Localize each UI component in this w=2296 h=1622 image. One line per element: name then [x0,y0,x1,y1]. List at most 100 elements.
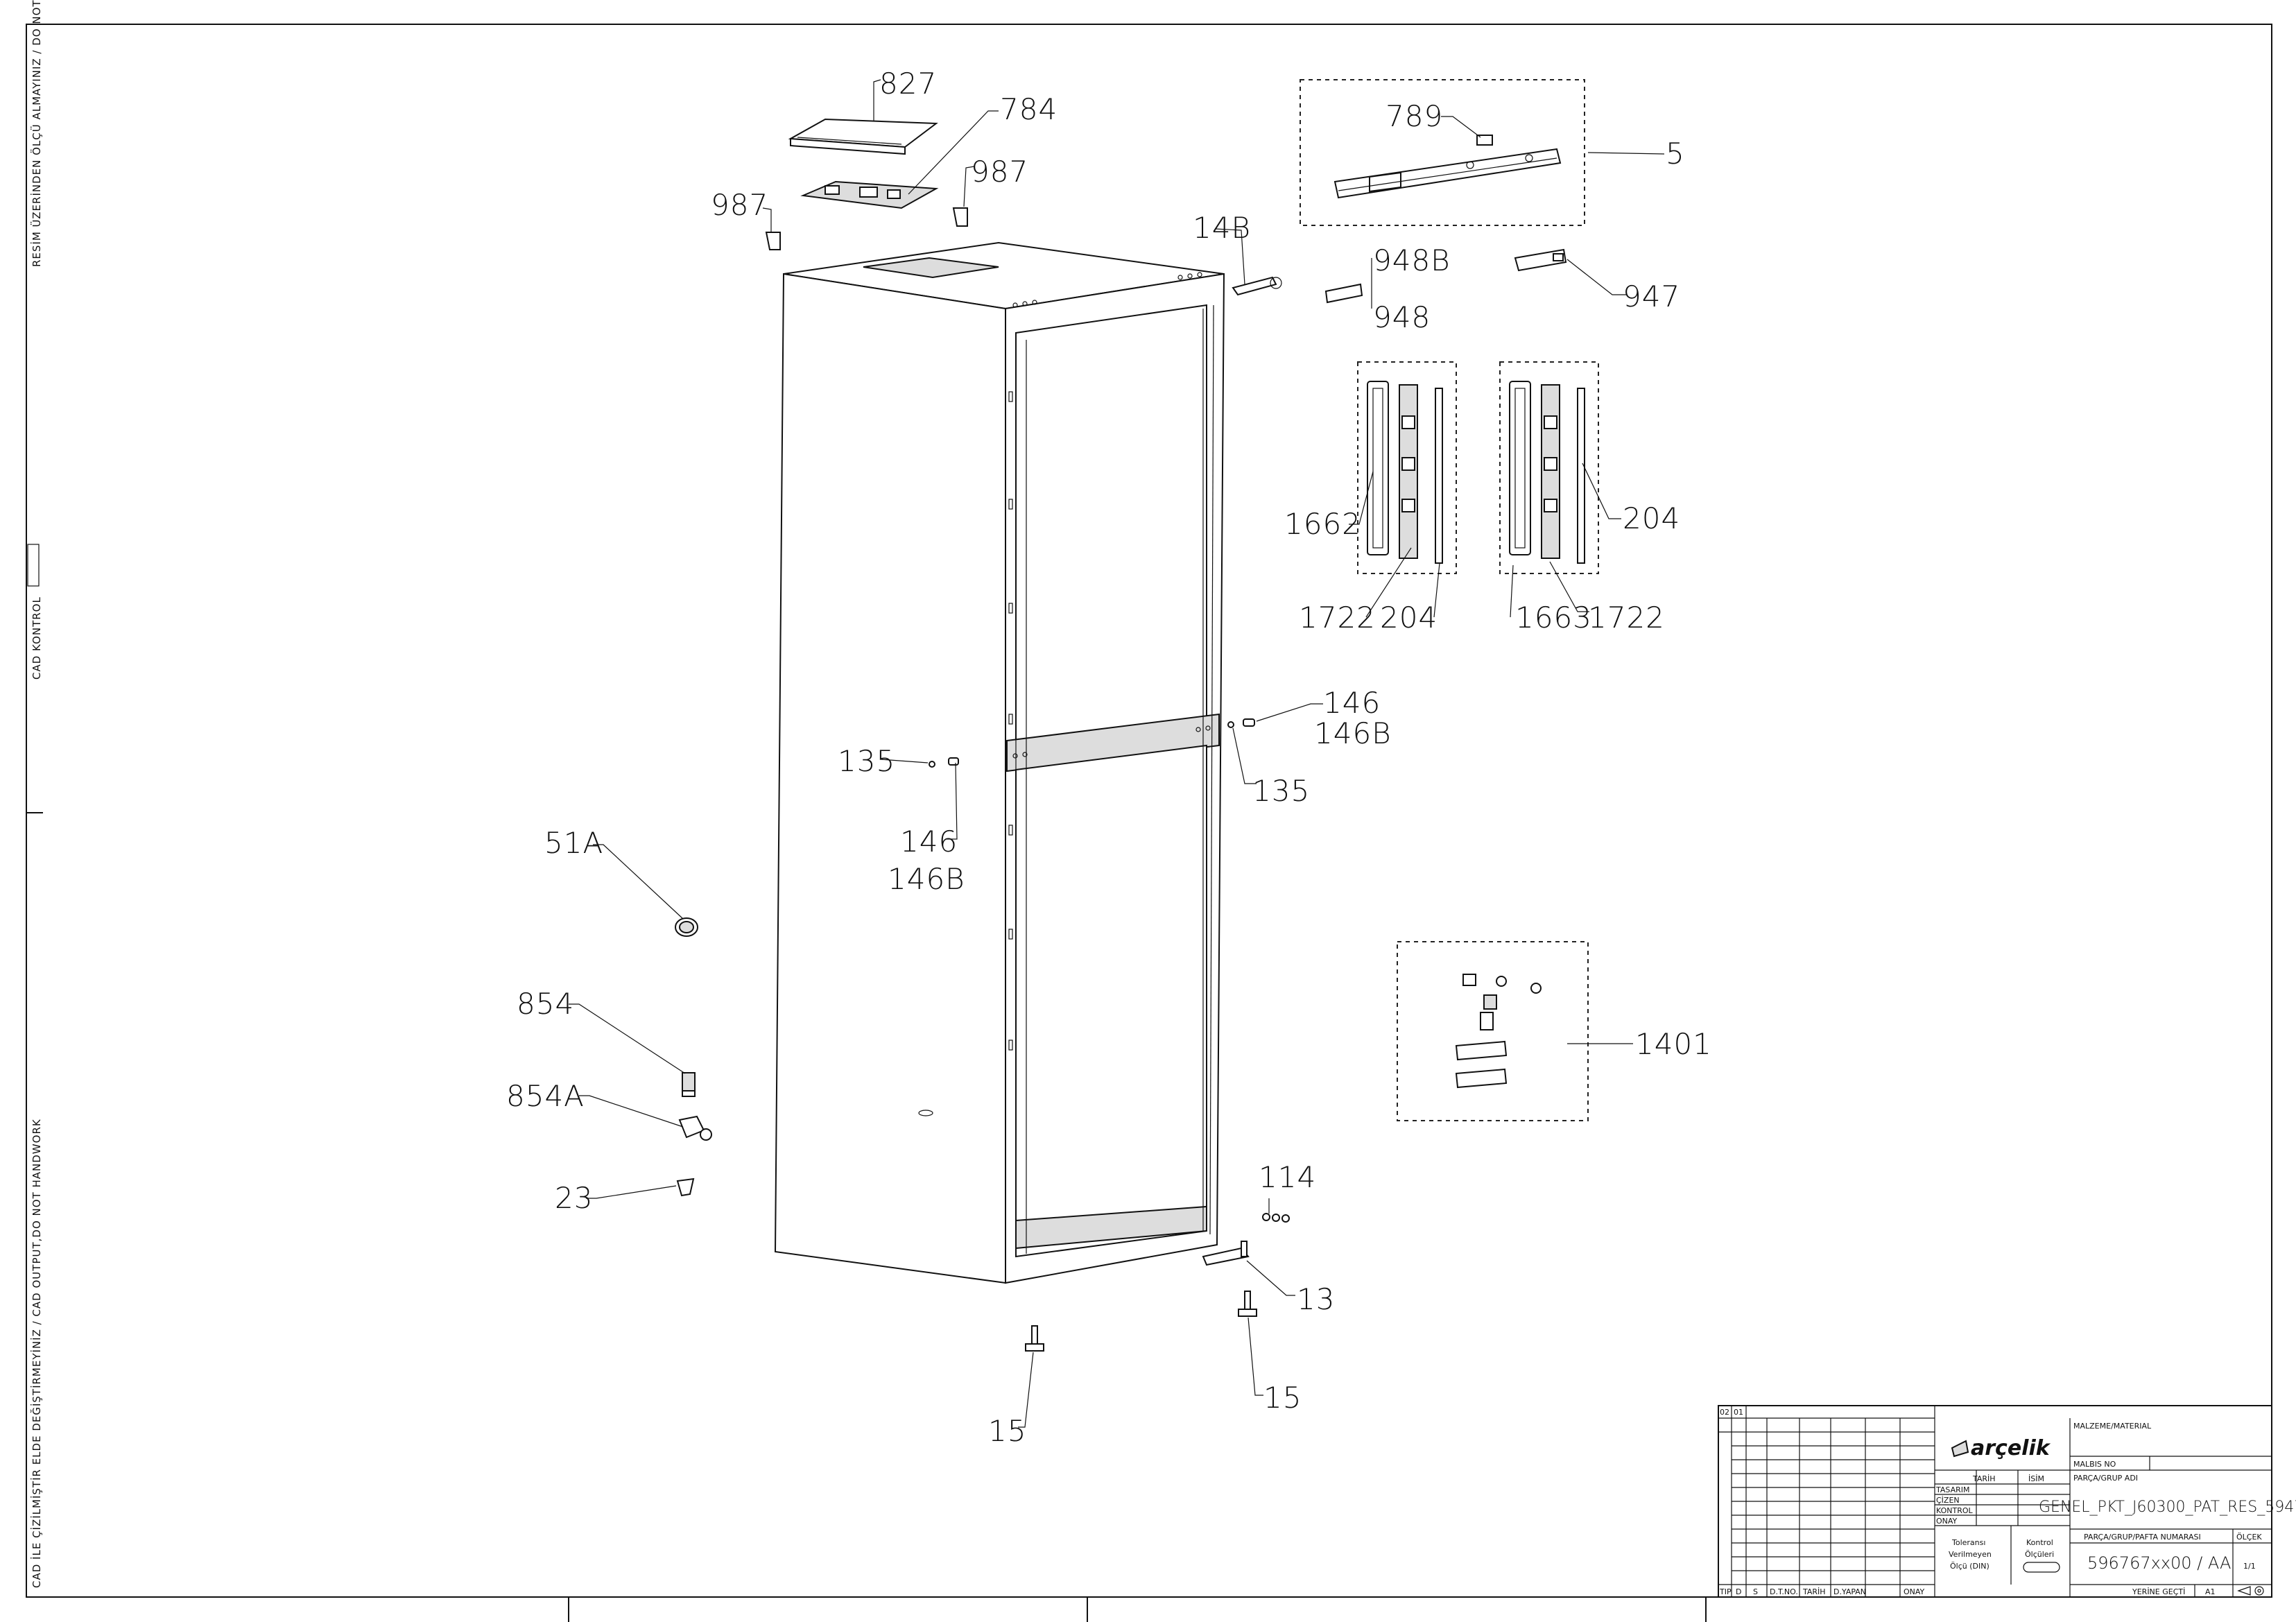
cad-control-box [27,544,40,587]
part-23-cap [676,1177,695,1197]
part-135-right [1227,721,1234,728]
brand-logo-icon [1951,1440,1969,1458]
part-146-left [948,757,959,766]
part-135-left [929,761,935,768]
callout-1663: 1663 [1515,601,1592,635]
tb-corner-a: 02 [1720,1408,1729,1417]
callout-13: 13 [1297,1282,1335,1316]
tb-kontrol-olc-1: Kontrol [2026,1538,2053,1547]
part-789-clip [1476,135,1493,146]
callout-1401: 1401 [1635,1027,1712,1061]
callout-135-right: 135 [1252,774,1310,808]
callout-labels: 827 784 987 987 789 5 14B 948B 948 947 1… [506,67,1712,1448]
tb-rev-tarih: TARİH [1802,1587,1826,1596]
part-15-foot-right [1238,1291,1257,1317]
title-block: 02 01 TIP D S D.T.NO. TARİH D.YAPAN ONAY… [1718,1405,2296,1598]
tb-rev-dtno: D.T.NO. [1770,1587,1798,1596]
tb-scale: 1/1 [2243,1562,2256,1571]
brand-name: arçelik [1971,1436,2051,1460]
tb-malbis-label: MALBIS NO [2073,1460,2116,1469]
tb-kontrol-symbol [2023,1562,2060,1573]
tb-isim: İSİM [2028,1474,2044,1483]
callout-114: 114 [1259,1160,1316,1194]
tb-material-label: MALZEME/MATERIAL [2073,1422,2152,1431]
callout-854A: 854A [506,1079,585,1113]
tb-cizen: ÇİZEN [1936,1496,1960,1505]
callout-854: 854 [517,987,574,1021]
callout-789: 789 [1386,99,1443,133]
part-1722-handle-base-right [1541,384,1560,559]
tb-yerine-gecti: YERİNE GEÇTİ [2132,1587,2185,1596]
tb-rev-dyapan: D.YAPAN [1833,1587,1866,1596]
part-204-strip-left [1435,388,1443,564]
part-14B-hinge [1232,276,1282,296]
tb-sheet-size: A1 [2205,1587,2216,1596]
part-948-pin [1324,283,1363,304]
part-987-bracket-left [765,232,781,250]
callout-135-left: 135 [838,744,895,778]
callout-948B: 948B [1373,243,1451,277]
callout-14B: 14B [1193,211,1251,245]
callout-146B-right: 146B [1314,716,1392,750]
callout-948: 948 [1373,300,1431,334]
part-1663-handle [1509,381,1531,555]
tb-rev-s: S [1753,1587,1758,1596]
part-51A-button [675,917,698,937]
side-note-cad-output: CAD İLE ÇİZİLMİŞTİR ELDE DEĞİŞTİRMEYİNİZ… [30,1119,43,1588]
tb-part-group-label: PARÇA/GRUP ADI [2073,1474,2138,1483]
callout-987-right: 987 [971,155,1028,189]
tb-part-number: 596767xx00 / AA [2087,1553,2231,1573]
callout-1722-right: 1722 [1588,601,1665,635]
refrigerator-cabinet [774,241,1225,1284]
part-1722-handle-base-left [1399,384,1418,559]
group-handle-left-box [1357,361,1457,574]
tb-rev-onay: ONAY [1904,1587,1925,1596]
group-1401-box [1397,941,1589,1121]
part-146-right [1243,718,1255,727]
callout-51A: 51A [544,826,603,860]
part-204-strip-right [1577,388,1585,564]
tb-tol-3: Ölçü (DIN) [1950,1562,1989,1571]
callout-23: 23 [555,1181,593,1215]
callout-15-left: 15 [988,1414,1026,1448]
leader-lines [569,79,1665,1428]
side-note-do-not-scale: RESİM ÜZERİNDEN ÖLÇÜ ALMAYINIZ / DO NOT … [30,0,43,267]
tb-tol-1: Toleransı [1951,1538,1985,1547]
tb-part-number-label: PARÇA/GRUP/PAFTA NUMARASI [2084,1533,2201,1542]
callout-204-left: 204 [1380,601,1438,635]
side-note-cad-control: CAD KONTROL [31,596,43,680]
callout-1662: 1662 [1284,507,1361,541]
group-5-box [1300,79,1585,226]
part-114-screws [1262,1213,1290,1223]
tb-tarih: TARİH [1972,1474,1996,1483]
part-854-valve [682,1072,696,1097]
callout-146-left: 146 [900,825,958,859]
tb-onay: ONAY [1936,1517,1958,1526]
callout-1722-left: 1722 [1299,601,1376,635]
callout-987-left: 987 [711,188,768,222]
callout-827: 827 [879,67,937,101]
tb-rev-tip: TIP [1719,1587,1732,1596]
tb-drawing-name: GENEL_PKT_J60300_PAT_RES_594717 [2039,1499,2296,1516]
callout-15-right: 15 [1263,1381,1302,1415]
part-1662-handle [1367,381,1389,555]
part-827-cover [788,118,938,155]
part-947-bracket [1514,248,1567,272]
callout-146-right: 146 [1323,686,1381,720]
tb-rev-d: D [1736,1587,1741,1596]
tb-kontrol-olc-2: Ölçüleri [2025,1550,2054,1559]
callout-947: 947 [1623,279,1680,313]
sheet-border [26,24,2272,1598]
group-handle-right-box [1499,361,1599,574]
part-854A-connector [678,1115,712,1141]
callout-5: 5 [1666,137,1685,171]
tb-olcek-label: ÖLÇEK [2236,1533,2262,1542]
tb-kontrol: KONTROL [1936,1506,1974,1515]
part-784-control-board [800,180,939,209]
tb-corner-b: 01 [1734,1408,1743,1417]
part-15-foot-left [1025,1325,1044,1352]
callout-204-right: 204 [1623,501,1680,535]
part-5-hinge-bar [1333,148,1562,199]
part-1401-kit [1455,974,1542,1089]
